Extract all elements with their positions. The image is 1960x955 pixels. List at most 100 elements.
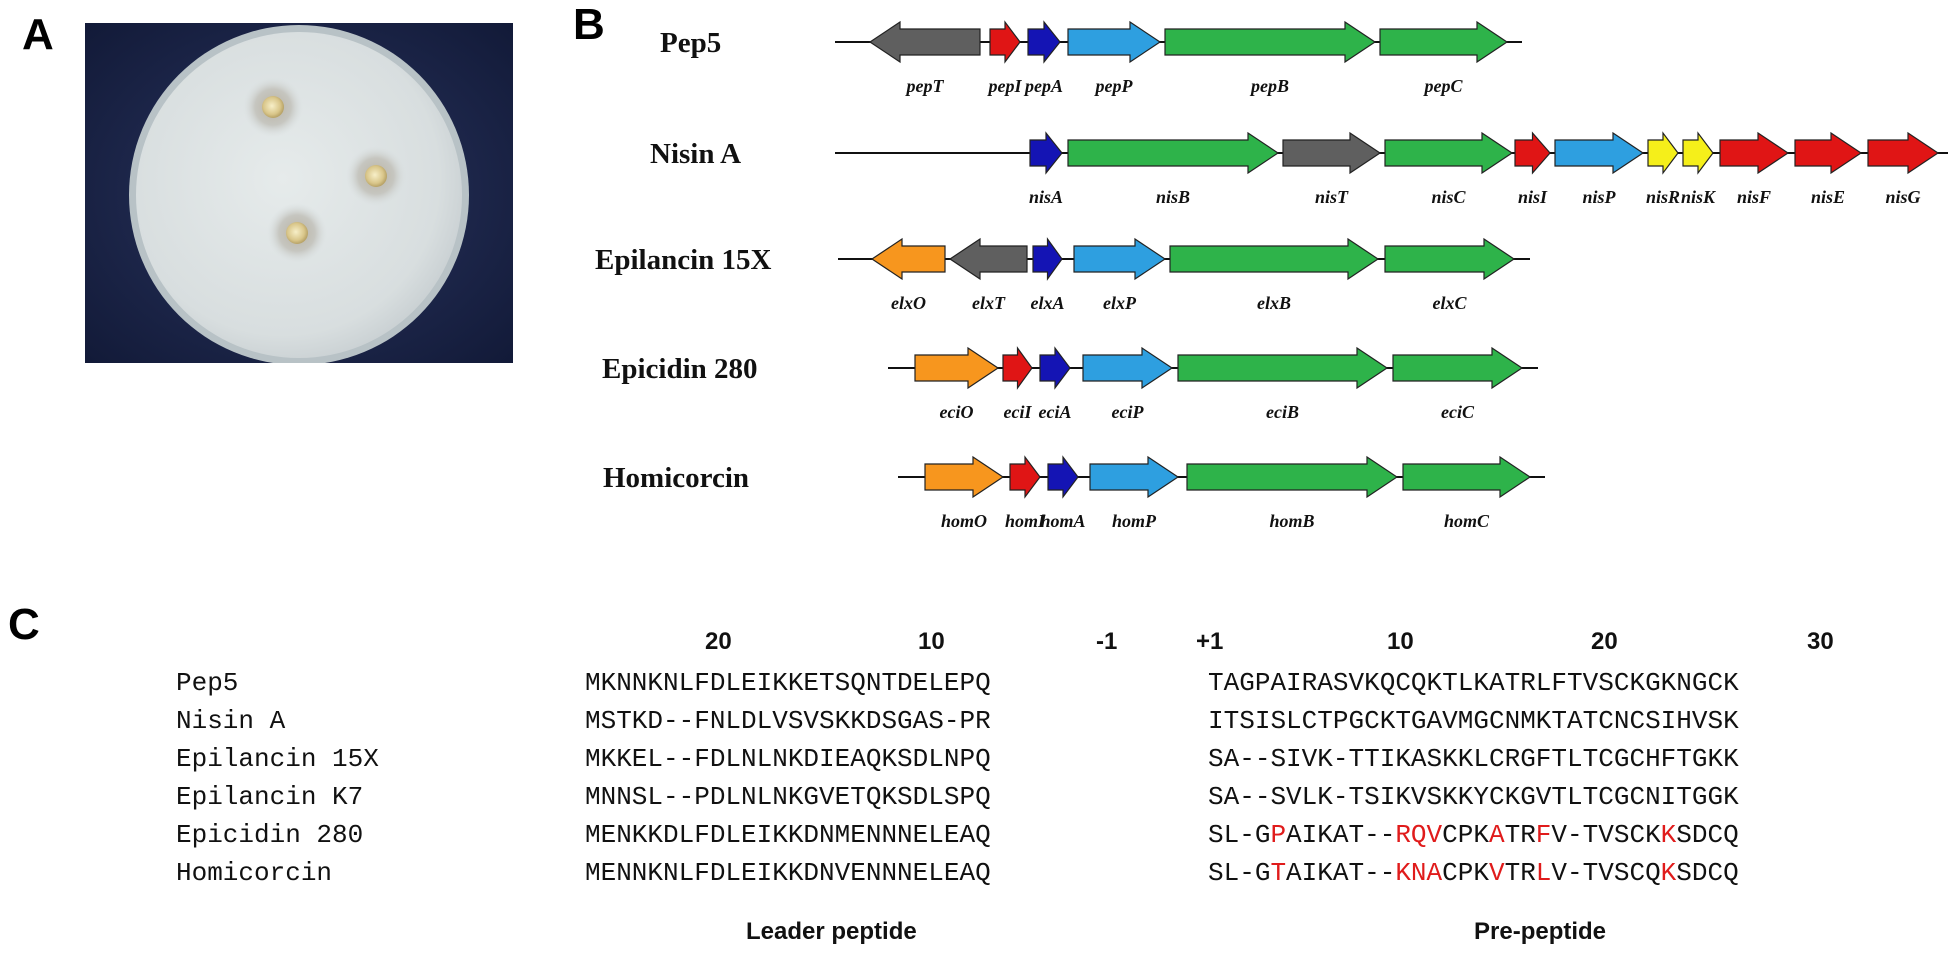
- gene-label: nisP: [1582, 187, 1616, 207]
- gene-label: homB: [1269, 511, 1314, 531]
- residue: V: [1582, 668, 1599, 698]
- residue: P: [1270, 820, 1287, 850]
- residue: K: [1723, 706, 1739, 736]
- residue: -: [1364, 858, 1380, 888]
- residue: -: [1254, 782, 1271, 812]
- gene-arrow-pepA: [1027, 20, 1061, 64]
- residue: C: [1598, 744, 1614, 774]
- residue: K: [1364, 668, 1380, 698]
- residue: K: [1723, 668, 1739, 698]
- gene-arrow-elxT: [948, 237, 1028, 281]
- residue: A: [1223, 782, 1240, 812]
- residue: P: [1457, 820, 1474, 850]
- residue: -: [1239, 858, 1255, 888]
- gene-label: homP: [1112, 511, 1157, 531]
- residue: T: [1582, 820, 1599, 850]
- prepeptide-sequence: SA--SVLK-TSIKVSKKYCKGVTLTCGCNITGGK: [1208, 778, 1739, 816]
- gene-arrow-nisK: [1682, 131, 1714, 175]
- cluster-name: Epilancin 15X: [595, 244, 772, 276]
- residue: K: [1395, 744, 1411, 774]
- residue: G: [1645, 668, 1661, 698]
- residue: H: [1645, 744, 1661, 774]
- gene-arrow-elxC: [1384, 237, 1516, 281]
- residue: N: [1645, 782, 1661, 812]
- cluster-name: Nisin A: [650, 138, 741, 170]
- residue: V: [1535, 782, 1552, 812]
- residue: A: [1410, 744, 1427, 774]
- residue: C: [1598, 782, 1614, 812]
- residue: I: [1301, 858, 1318, 888]
- residue: C: [1488, 706, 1505, 736]
- cluster-name: Pep5: [660, 27, 721, 59]
- residue: Q: [1379, 668, 1396, 698]
- residue: S: [1332, 668, 1349, 698]
- residue: C: [1488, 744, 1505, 774]
- residue: C: [1629, 706, 1646, 736]
- residue: I: [1379, 744, 1396, 774]
- residue: -: [1332, 744, 1349, 774]
- petri-dish-photo: [85, 23, 513, 363]
- residue: R: [1520, 820, 1536, 850]
- residue: T: [1582, 782, 1599, 812]
- residue: G: [1410, 706, 1427, 736]
- residue: A: [1223, 744, 1240, 774]
- gene-arrow-eciI: [1002, 346, 1033, 390]
- residue: K: [1504, 782, 1521, 812]
- residue: G: [1254, 820, 1271, 850]
- residue: Q: [1410, 668, 1427, 698]
- residue: K: [1660, 820, 1677, 850]
- gene-label: homI: [1005, 511, 1046, 531]
- residue: I: [1660, 782, 1677, 812]
- residue: V: [1348, 668, 1365, 698]
- residue: R: [1520, 668, 1536, 698]
- residue: T: [1223, 706, 1240, 736]
- gene-arrow-eciO: [914, 346, 1000, 390]
- residue: C: [1629, 820, 1646, 850]
- residue: K: [1660, 858, 1677, 888]
- residue: K: [1426, 668, 1443, 698]
- gene-label: pepT: [905, 76, 945, 96]
- gene-arrow-pepC: [1379, 20, 1509, 64]
- residue: T: [1504, 820, 1521, 850]
- gene-label: pepI: [987, 76, 1023, 96]
- gene-label: eciI: [1004, 402, 1033, 422]
- gene-arrow-nisI: [1514, 131, 1551, 175]
- residue: L: [1567, 744, 1583, 774]
- residue: D: [1691, 820, 1708, 850]
- residue: C: [1301, 706, 1318, 736]
- residue: T: [1364, 744, 1380, 774]
- residue: F: [1660, 744, 1677, 774]
- residue: S: [1208, 744, 1224, 774]
- residue: V: [1551, 858, 1568, 888]
- residue: C: [1707, 668, 1724, 698]
- gene-label: pepB: [1249, 76, 1289, 96]
- gene-label: elxA: [1031, 293, 1065, 313]
- gene-label: nisK: [1681, 187, 1717, 207]
- residue: C: [1442, 858, 1458, 888]
- peptide-name: Nisin A: [176, 706, 286, 736]
- residue: -: [1239, 820, 1255, 850]
- residue: T: [1395, 706, 1411, 736]
- leader-number: 20: [705, 628, 732, 655]
- gene-arrow-eciA: [1039, 346, 1071, 390]
- gene-arrow-nisT: [1282, 131, 1382, 175]
- leader-number: 10: [918, 628, 945, 655]
- residue: -: [1364, 820, 1380, 850]
- residue: T: [1582, 706, 1599, 736]
- gene-label: eciA: [1039, 402, 1072, 422]
- residue: Q: [1645, 858, 1661, 888]
- gene-label: pepP: [1094, 76, 1134, 96]
- residue: C: [1364, 706, 1380, 736]
- gene-label: eciB: [1266, 402, 1299, 422]
- residue: K: [1317, 858, 1333, 888]
- peptide-name: Pep5: [176, 668, 239, 698]
- residue: T: [1317, 706, 1333, 736]
- residue: V: [1598, 858, 1614, 888]
- leader-sequence: MKNNKNLFDLEIKKETSQNTDELEPQ: [585, 668, 991, 698]
- residue: K: [1707, 744, 1724, 774]
